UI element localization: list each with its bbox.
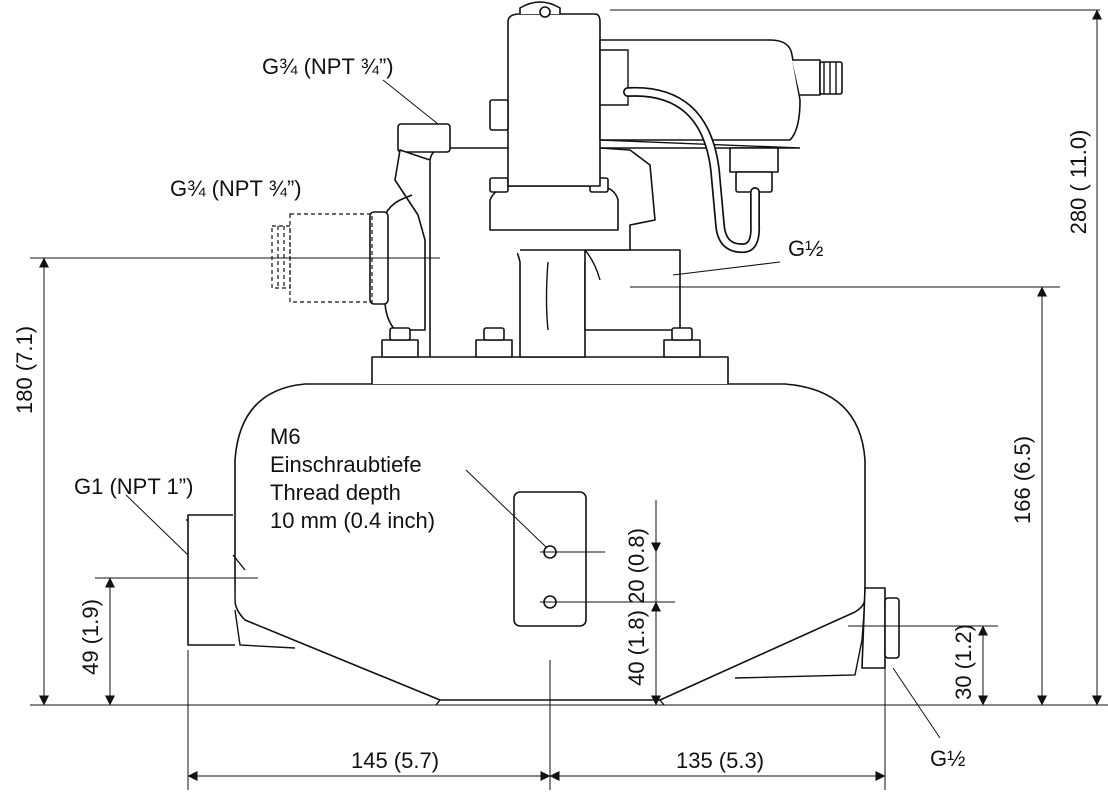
dim-label-49: 49 (1.9) <box>78 599 103 675</box>
dim-label-180: 180 (7.1) <box>12 326 37 414</box>
mounting-bracket <box>513 491 587 627</box>
base-bolts <box>381 327 701 358</box>
dimension-arrows <box>39 9 1102 781</box>
label-g1-left: G1 (NPT 1”) <box>74 474 193 499</box>
dim-label-135: 135 (5.3) <box>676 748 764 773</box>
actuator-box <box>599 39 801 141</box>
g1-inlet-port <box>186 514 246 646</box>
label-m6: M6 <box>270 424 301 449</box>
solenoid-housing <box>507 13 601 187</box>
label-g34-top: G¾ (NPT ¾”) <box>262 54 394 79</box>
leader-lines <box>125 79 941 739</box>
dim-label-40: 40 (1.8) <box>624 610 649 686</box>
dim-label-166: 166 (6.5) <box>1010 436 1035 524</box>
extension-lines <box>30 9 1108 790</box>
cable-gland <box>729 147 779 173</box>
dim-label-20: 20 (0.8) <box>624 528 649 604</box>
label-g34-side: G¾ (NPT ¾”) <box>170 176 302 201</box>
dim-label-30: 30 (1.2) <box>951 624 976 700</box>
outlet-block <box>584 249 681 331</box>
dimension-labels: 280 ( 11.0) 166 (6.5) 180 (7.1) 49 (1.9)… <box>12 130 1091 773</box>
callout-labels: G¾ (NPT ¾”) G¾ (NPT ¾”) G½ G1 (NPT 1”) M… <box>74 54 965 771</box>
label-einschraubtiefe: Einschraubtiefe <box>270 452 422 477</box>
label-g12-bottom: G½ <box>930 746 965 771</box>
left-coupling <box>384 149 431 331</box>
dim-label-280: 280 ( 11.0) <box>1066 130 1091 235</box>
dim-label-145: 145 (5.7) <box>351 748 439 773</box>
label-thread-depth: Thread depth <box>270 480 401 505</box>
valve-assembly <box>271 1 843 358</box>
label-g12-right: G½ <box>788 236 823 261</box>
base-plate <box>371 356 729 384</box>
lower-left-skirt <box>234 609 296 649</box>
label-thread-depth-value: 10 mm (0.4 inch) <box>270 508 435 533</box>
g12-lower-port <box>861 587 900 669</box>
